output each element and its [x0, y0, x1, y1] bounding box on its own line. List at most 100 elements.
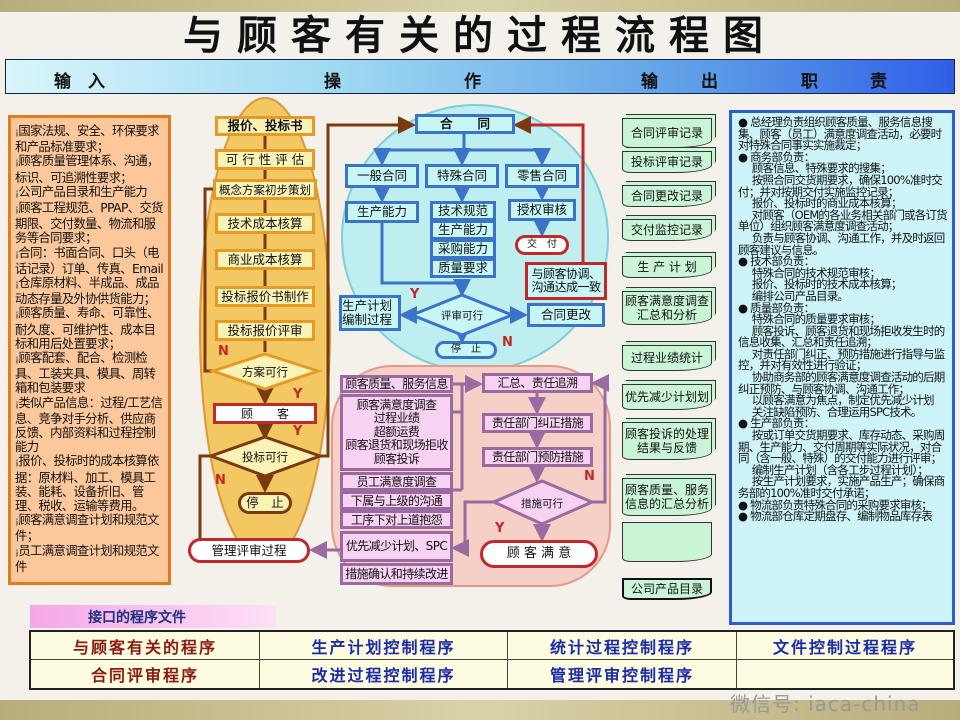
- duty-item: 总经理负责组织顾客质量、服务信息搜集、顾客（员工）满意度调查活动，必要时对特殊合…: [738, 116, 949, 152]
- decision-label: 投标可行: [242, 450, 288, 464]
- watermark: 微信号: iaca-china: [730, 692, 921, 716]
- duty-item: 物流部负责特殊合同的采购要求审核；: [738, 499, 949, 512]
- output-record-blank: [622, 522, 712, 562]
- output-record: 合同评审记录: [622, 118, 712, 148]
- special-check: 生产能力: [430, 220, 496, 240]
- yes-label: Y: [495, 521, 505, 536]
- duty-item: 特殊合同的技术规范审核；: [751, 265, 881, 280]
- customer-box: 顾 客: [213, 403, 317, 424]
- duty-item: 对顾客（OEM的各业务相关部门或各订货单位）组织顾客满意度调查活动；: [738, 207, 948, 234]
- quote-step: 技术成本核算: [215, 213, 315, 234]
- output-record: 顾客投诉的处理结果与反馈: [622, 422, 712, 460]
- no-label: N: [584, 469, 595, 484]
- quote-step: 可 行 性 评 估: [215, 149, 315, 170]
- duty-item: 按生产计划要求，实施产品生产；确保商务部的100%准时交付承诺；: [738, 474, 945, 500]
- decision-diamond-review: [407, 293, 517, 337]
- header-output-2: 出: [701, 72, 718, 92]
- input-item: 仓库原材料、半成品、成品动态存量及外协供货能力；: [15, 276, 164, 306]
- input-item: 员工满意调查计划和规范文件: [15, 544, 164, 574]
- input-item: 合同：书面合同、口头（电话记录）订单、传真、Email: [15, 246, 164, 276]
- duty-item: 以顾客满意为焦点，制定优先减少计划: [751, 393, 935, 408]
- duty-item: 物流部仓库定期盘存、编制物品库存表: [738, 511, 949, 523]
- header-output-1: 输: [641, 72, 658, 92]
- page-title: 与顾客有关的过程流程图: [183, 13, 777, 59]
- output-record: 过程业绩统计: [622, 345, 712, 371]
- duty-item: 商务部负责：: [738, 151, 949, 164]
- duty-item: 顾客信息、特殊要求的搜集；: [751, 161, 892, 176]
- contract-stop: 停 止: [435, 341, 497, 359]
- duty-item: 协助商务部的顾客满意度调查活动的后期纠正预防、与顾客协调、沟通工作；: [738, 370, 945, 396]
- output-record: 交付监控记录: [622, 219, 712, 241]
- output-record: 投标评审记录: [622, 151, 712, 173]
- input-item: 顾客质量、寿命、可靠性、耐久度、可维护性、成本目标和用后处置要求；: [15, 306, 164, 351]
- contract-change-box: 合同更改: [527, 303, 605, 327]
- procedure-link[interactable]: 统计过程控制程序: [508, 632, 737, 660]
- procedure-link[interactable]: 文件控制过程程序: [737, 632, 953, 660]
- decision-diamond-plan: [208, 352, 323, 391]
- priority-plan-box: 优先减少计划、SPC: [340, 531, 453, 562]
- column-header-bar: 输 入 操 作 输 出 职 责: [5, 59, 955, 94]
- output-record: 合同更改记录: [622, 185, 712, 207]
- production-plan-box: 生产计划编制过程: [339, 295, 401, 331]
- duty-item: 编排公司产品目录。: [751, 288, 849, 303]
- negotiate-box: 与顾客协调、沟通达成一致: [525, 262, 607, 300]
- procedure-cell-empty: [737, 660, 953, 688]
- decision-label: 措施可行: [521, 498, 563, 510]
- contract-box: 合 同: [415, 114, 515, 134]
- duty-item: 质量部负责：: [738, 302, 949, 315]
- decision-label: 评审可行: [441, 310, 483, 322]
- interface-docs-label: 接口的程序文件: [30, 605, 276, 628]
- quote-start-box: 报价、投标书: [215, 116, 315, 136]
- quote-step: 投标报价评审: [215, 320, 315, 341]
- quote-step: 概念方案初步策划: [213, 179, 317, 200]
- preventive-box: 责任部门预防措施: [482, 447, 593, 467]
- procedure-link[interactable]: 改进过程控制程序: [260, 660, 508, 688]
- no-label: N: [218, 344, 229, 359]
- output-record: 公司产品目录: [622, 578, 712, 600]
- procedure-link[interactable]: 管理评审控制程序: [508, 660, 737, 688]
- improve-input: 下属与上级的沟通: [340, 491, 453, 510]
- duty-item: 技术部负责：: [738, 256, 949, 268]
- deliver-terminal: 交 付: [515, 235, 569, 255]
- duty-item: 负责与顾客协调、沟通工作，并及时返回顾客建议与信息。: [738, 230, 945, 257]
- yes-label: Y: [293, 424, 303, 439]
- output-record: 顾客满意度调查汇总和分析: [622, 291, 712, 325]
- procedure-link[interactable]: 与顾客有关的程序: [31, 632, 260, 660]
- procedure-link[interactable]: 合同评审程序: [31, 660, 260, 688]
- duty-item: 对责任部门纠正、预防措施进行指导与监控，并对有效性进行验证；: [738, 346, 945, 373]
- bottom-band: [0, 700, 960, 720]
- input-item: 顾客质量管理体系、沟通，标识、可追溯性要求；: [15, 154, 164, 184]
- duty-item: 报价、投标时的技术成本核算；: [751, 277, 903, 292]
- input-item: 类似产品信息：过程/工艺信息、竞争对手分析、供应商反馈、内部资料和过程控制能力: [15, 396, 164, 455]
- top-band: [0, 0, 960, 12]
- decision-label: 方案可行: [242, 365, 288, 379]
- header-operation-2: 作: [464, 72, 481, 92]
- yes-label: Y: [293, 387, 303, 402]
- input-item: 公司产品目录和生产能力: [15, 185, 164, 201]
- input-item: 国家法规、安全、环保要求和产品标准要求；: [15, 124, 164, 154]
- management-review-terminal: 管理评审过程: [188, 538, 310, 563]
- corrective-box: 责任部门纠正措施: [482, 413, 593, 433]
- output-record: 优先减少计划划: [622, 384, 712, 410]
- procedure-link[interactable]: 生产计划控制程序: [260, 632, 508, 660]
- quote-step: 商业成本核算: [215, 249, 315, 270]
- duty-item: 按照合同交货期要求，确保100%准时交付；并对按期交付实施监控记录；: [738, 172, 943, 199]
- input-item: 顾客工程规范、PPAP、交货期限、交付数量、物流和服务等合同要求；: [15, 201, 164, 246]
- input-item: 顾客配套、配合、检测检具、工装夹具、模具、周转箱和包装要求: [15, 351, 164, 396]
- improve-input: 员工满意度调查: [340, 472, 453, 491]
- duty-item: 编制生产计划（含各工步过程计划）；: [751, 462, 929, 477]
- retail-check: 授权审核: [508, 199, 576, 221]
- decision-diamond-measure: [490, 479, 596, 526]
- duty-item: 按或订单交货期要求、库存动态、采购周期、生产能力、交付周期等实际状况，对合同（含…: [738, 428, 945, 466]
- header-operation-1: 操: [324, 72, 341, 92]
- yes-label: Y: [410, 287, 420, 302]
- input-item: 顾客满意调查计划和规范文件；: [15, 513, 164, 543]
- duty-item: 特殊合同的质量要求审核；: [751, 312, 881, 327]
- quote-step: 投标报价书制作: [215, 286, 315, 307]
- special-check: 采购能力: [430, 239, 496, 259]
- special-check: 技术规范: [430, 201, 496, 221]
- duty-item: 报价、投标时的商业成本核算；: [751, 196, 903, 211]
- summary-box: 汇总、责任追溯: [482, 373, 593, 393]
- confirm-box: 措施确认和持续改进: [340, 563, 453, 585]
- input-item: 报价、投标时的成本核算依据：原材料、加工、模具工装、能耗、设备折旧、管理、税收、…: [15, 454, 164, 513]
